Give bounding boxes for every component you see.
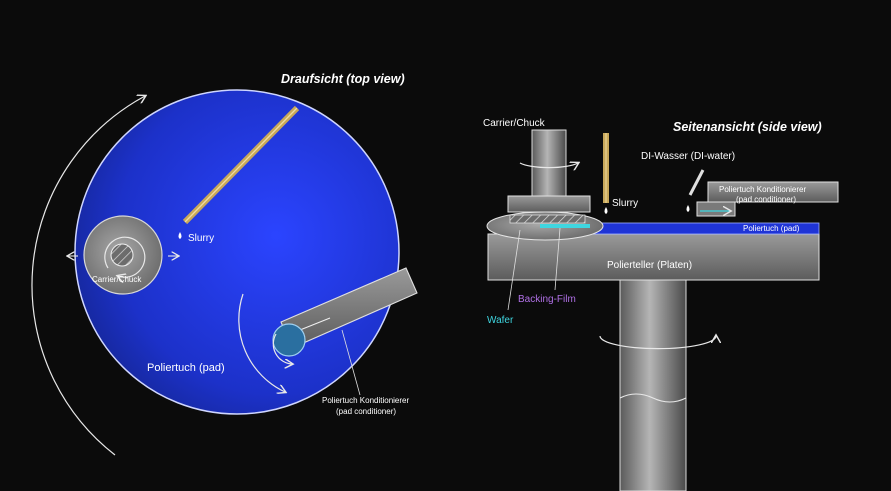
platen [487, 233, 820, 281]
rotation-arrow-icon [31, 96, 145, 456]
conditioner-label-line1: Poliertuch Konditionierer [322, 396, 409, 405]
pad-conditioner-head [696, 201, 736, 217]
slurry-drop-icon [686, 205, 690, 212]
top-view-title: Draufsicht (top view) [281, 72, 405, 86]
rotation-arrow-icon [238, 293, 285, 392]
wafer-label: Wafer [487, 315, 514, 326]
backing-film-label: Backing-Film [518, 294, 576, 305]
slurry-drop-icon [178, 232, 182, 239]
conditioner-label-line1: Poliertuch Konditionierer [719, 185, 806, 194]
chuck-spindle [110, 243, 134, 267]
conditioner-label-line2: (pad conditioner) [336, 407, 396, 416]
slurry-label: Slurry [612, 198, 638, 209]
platen-shaft [619, 279, 687, 491]
rotation-arrow-icon [599, 336, 716, 350]
carrier-label: Carrier/Chuck [483, 118, 546, 129]
di-water-label: DI-Wasser (DI-water) [641, 151, 735, 162]
pad-conditioner-arm [707, 181, 839, 203]
rotation-arrow-icon [519, 163, 578, 168]
rotation-arrow-icon [104, 236, 146, 277]
slurry-drop-icon [604, 207, 608, 214]
carrier-shaft [531, 129, 567, 197]
side-view: Seitenansicht (side view) Polierteller (… [483, 118, 839, 491]
backing-film [509, 214, 586, 224]
pad-conditioner [238, 267, 418, 392]
platen-label: Polierteller (Platen) [607, 260, 692, 271]
top-view: Slurry Carrier/Chuck Poliertuch Konditio… [31, 72, 418, 456]
conditioner-label-line2: (pad conditioner) [736, 195, 796, 204]
side-view-title: Seitenansicht (side view) [673, 120, 822, 134]
wafer [540, 224, 590, 228]
carrier-label: Carrier/Chuck [92, 275, 142, 284]
slurry-label: Slurry [188, 233, 214, 244]
rotation-arrow-icon [272, 333, 292, 364]
pad-label: Poliertuch (pad) [743, 224, 800, 233]
pad-label: Poliertuch (pad) [147, 362, 225, 374]
di-water-pipe [688, 169, 705, 196]
carrier-head [507, 195, 591, 213]
